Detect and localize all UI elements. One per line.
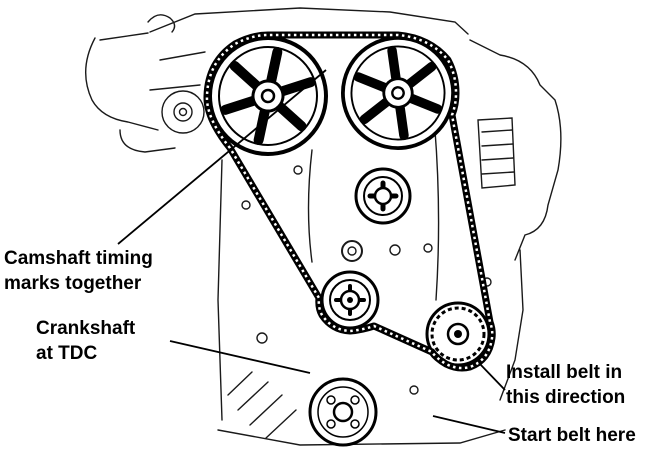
crankshaft-label-line2: at TDC — [36, 343, 98, 364]
cam-sprocket-left — [199, 27, 337, 165]
start-belt-label: Start belt here — [508, 423, 636, 448]
start-belt-label-line1: Start belt here — [508, 425, 636, 446]
camshaft-label: Camshaft timing marks together — [4, 246, 153, 296]
engine-outline — [84, 7, 562, 446]
leader-line-crankshaft — [169, 340, 311, 374]
camshaft-label-line2: marks together — [4, 273, 142, 294]
leader-line-start — [432, 415, 506, 434]
crank-pulley — [308, 377, 378, 447]
leader-line-install — [478, 362, 506, 391]
crankshaft-sprocket — [425, 301, 491, 367]
install-belt-label-line2: this direction — [506, 387, 626, 408]
install-belt-label-line1: Install belt in — [506, 362, 623, 383]
crankshaft-label: Crankshaft at TDC — [36, 316, 135, 366]
crankshaft-label-line1: Crankshaft — [36, 318, 136, 339]
idler-pulley — [354, 167, 412, 225]
install-belt-label: Install belt in this direction — [506, 360, 625, 410]
camshaft-label-line1: Camshaft timing — [4, 248, 153, 269]
leader-line-camshaft — [117, 69, 327, 245]
timing-belt — [203, 31, 496, 372]
